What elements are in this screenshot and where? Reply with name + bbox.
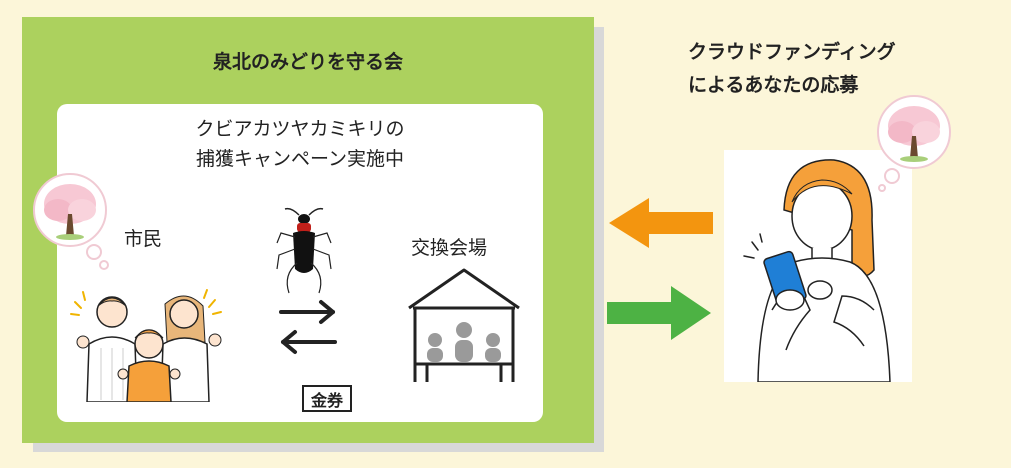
beetle-icon — [276, 207, 332, 294]
campaign-title-line1: クビアカツヤカミキリの — [195, 118, 405, 140]
cherry-tree-icon — [33, 173, 109, 270]
organization-panel: 泉北のみどりを守る会 クビアカツヤカミキリの 捕獲キャンペーン実施中 市民 — [22, 17, 594, 443]
venue-icon — [408, 268, 520, 382]
exchange-venue-label: 交換会場 — [411, 237, 488, 259]
flow-arrows — [607, 198, 713, 340]
campaign-card: クビアカツヤカミキリの 捕獲キャンペーン実施中 市民 — [57, 104, 543, 422]
woman-smartphone-icon — [743, 159, 891, 383]
cherry-tree-icon — [877, 95, 951, 192]
crowdfunding-title-line2: によるあなたの応募 — [688, 74, 859, 96]
campaign-title: クビアカツヤカミキリの 捕獲キャンペーン実施中 — [57, 114, 543, 174]
crowdfunding-title: クラウドファンディング によるあなたの応募 — [688, 36, 896, 102]
family-icon — [70, 289, 222, 402]
crowdfunding-title-line1: クラウドファンディング — [688, 41, 896, 63]
voucher-ticket: 金券 — [302, 385, 352, 412]
citizens-label: 市民 — [124, 228, 163, 250]
orange-arrow-left — [609, 198, 713, 248]
campaign-title-line2: 捕獲キャンペーン実施中 — [195, 148, 405, 170]
organization-title: 泉北のみどりを守る会 — [212, 51, 403, 73]
supporter-card — [724, 150, 912, 383]
exchange-arrows-icon — [279, 300, 337, 354]
green-arrow-right — [607, 286, 711, 340]
